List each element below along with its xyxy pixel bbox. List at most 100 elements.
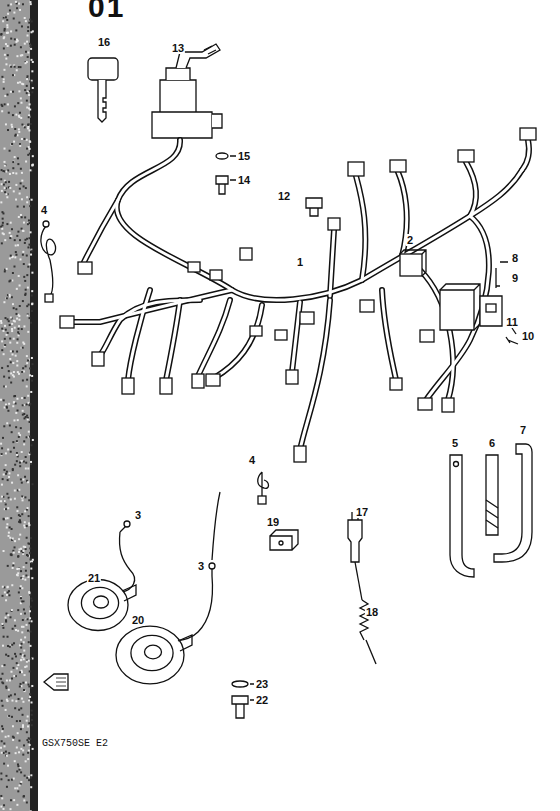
grain-dot	[5, 464, 7, 466]
grain-dot	[4, 165, 6, 167]
grain-dot	[12, 353, 14, 355]
grain-dot	[22, 342, 24, 344]
grain-dot	[19, 434, 21, 436]
wire-eyelet	[43, 221, 49, 227]
grain-dot	[19, 258, 21, 260]
grain-dot	[1, 623, 3, 625]
grain-dot	[12, 567, 14, 569]
grain-dot	[12, 114, 14, 116]
grain-dot	[5, 508, 7, 510]
grain-dot	[10, 3, 12, 5]
grain-dot	[22, 379, 24, 381]
grain-dot	[8, 535, 10, 537]
grain-dot	[24, 280, 26, 282]
grain-dot	[30, 658, 32, 660]
grain-dot	[19, 9, 21, 11]
grain-dot	[1, 76, 3, 78]
grain-dot	[24, 612, 26, 614]
grain-dot	[3, 353, 5, 355]
band-teeth	[486, 500, 498, 528]
grain-dot	[11, 658, 13, 660]
switch-tab	[212, 114, 222, 128]
grain-dot	[29, 45, 31, 47]
grain-dot	[6, 297, 8, 299]
turn-signal-relay	[440, 290, 474, 330]
grain-dot	[30, 31, 32, 33]
harness-fill	[466, 162, 476, 216]
grain-dot	[18, 128, 20, 130]
grain-dot	[29, 610, 31, 612]
grain-dot	[29, 367, 31, 369]
callout-number: 11	[505, 316, 519, 328]
grain-dot	[7, 54, 9, 56]
grain-dot	[1, 242, 3, 244]
grain-dot	[31, 714, 33, 716]
grain-dot	[20, 659, 22, 661]
grain-dot	[21, 371, 23, 373]
screw	[506, 337, 518, 344]
grain-dot	[12, 362, 14, 364]
grain-dot	[26, 385, 28, 387]
callout-number: 23	[255, 678, 269, 690]
grain-dot	[1, 367, 3, 369]
grain-dot	[24, 138, 26, 140]
grain-dot	[23, 443, 25, 445]
grain-dot	[10, 694, 12, 696]
grain-dot	[20, 659, 22, 661]
grain-dot	[26, 362, 28, 364]
grain-dot	[30, 254, 32, 256]
grain-dot	[19, 81, 21, 83]
grain-dot	[22, 499, 24, 501]
grain-dot	[22, 619, 24, 621]
grain-dot	[31, 577, 33, 579]
grain-dot	[27, 26, 29, 28]
grain-dot	[7, 410, 9, 412]
grain-dot	[15, 254, 17, 256]
grain-dot	[11, 228, 13, 230]
grain-dot	[8, 280, 10, 282]
grain-dot	[17, 664, 19, 666]
grain-dot	[3, 30, 5, 32]
grain-dot	[31, 165, 33, 167]
grain-dot	[14, 44, 16, 46]
grain-dot	[2, 808, 4, 810]
grain-dot	[19, 284, 21, 286]
grain-dot	[31, 164, 33, 166]
grain-dot	[26, 403, 28, 405]
grain-dot	[31, 380, 33, 382]
grain-dot	[25, 562, 27, 564]
harness-outline	[356, 176, 365, 280]
grain-dot	[29, 552, 31, 554]
grain-dot	[5, 621, 7, 623]
arrow-hatch	[56, 678, 66, 686]
grain-dot	[11, 330, 13, 332]
grain-dot	[16, 574, 18, 576]
grain-dot	[13, 338, 15, 340]
grain-dot	[5, 171, 7, 173]
grain-dot	[20, 182, 22, 184]
grain-dot	[19, 587, 21, 589]
grain-dot	[22, 251, 24, 253]
grain-dot	[6, 32, 8, 34]
grain-dot	[6, 334, 8, 336]
grain-dot	[27, 467, 29, 469]
harness-fill	[356, 176, 365, 280]
grain-dot	[29, 103, 31, 105]
grain-dot	[2, 218, 4, 220]
grain-dot	[26, 379, 28, 381]
grain-dot	[19, 515, 21, 517]
grain-dot	[23, 566, 25, 568]
wire-connector	[418, 398, 432, 410]
harness-fill	[214, 305, 262, 378]
grain-dot	[16, 235, 18, 237]
grain-dot	[12, 725, 14, 727]
grain-dot	[1, 447, 3, 449]
grain-dot	[5, 123, 7, 125]
harness-outline	[128, 290, 150, 380]
grain-dot	[7, 45, 9, 47]
grain-dot	[0, 226, 2, 228]
callout-number: 7	[519, 424, 527, 436]
grain-dot	[29, 317, 31, 319]
grain-dot	[11, 279, 13, 281]
